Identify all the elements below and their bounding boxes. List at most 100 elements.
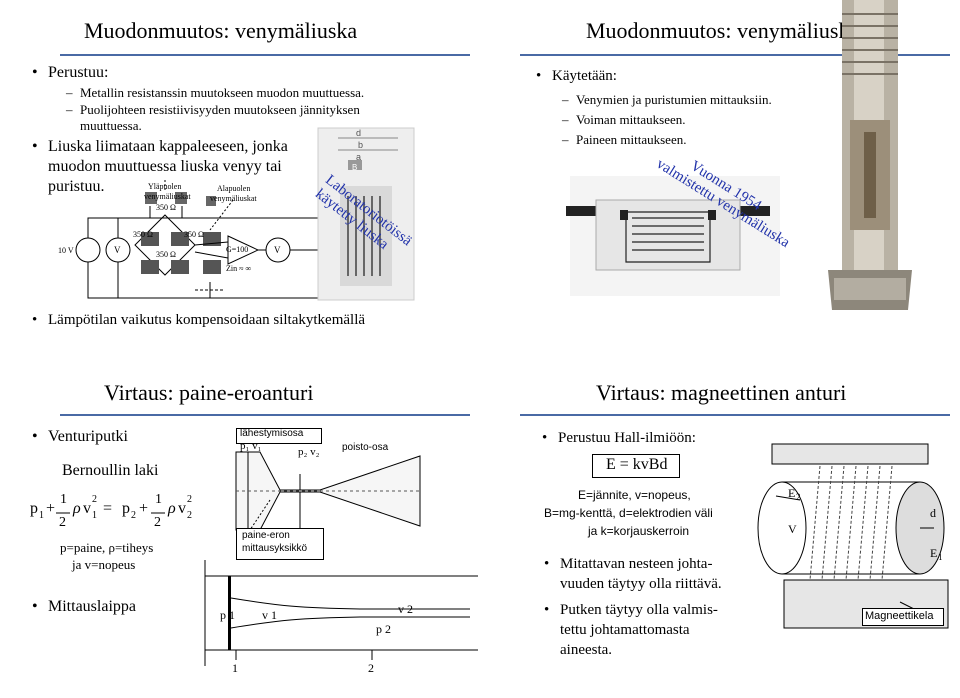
flowmeter-label-d: d <box>930 506 936 520</box>
venturi-label-unit-box <box>236 528 324 560</box>
slide2-title-rule <box>520 54 950 56</box>
vintage-strain-gauge-photo <box>566 0 912 310</box>
orifice-label-p1: p 1 <box>220 608 235 622</box>
eq-p2: p <box>122 500 130 517</box>
gauge-dim-d: d <box>356 128 362 138</box>
eq-plus-2: + <box>139 500 149 517</box>
eq-frac1-num: 1 <box>60 492 67 507</box>
slide1-bullet-liuska-1: Liuska liimataan kappaleeseen, jonka <box>32 138 288 156</box>
eq-v1-sub: 1 <box>92 510 97 521</box>
orifice-label-1: 1 <box>232 661 238 675</box>
bernoulli-equation <box>56 512 165 514</box>
venturi-label-outlet: poisto-osa <box>342 442 389 453</box>
bridge-circuit-diagram <box>75 180 324 299</box>
eq-v2-sub: 2 <box>187 510 192 521</box>
slide4-title-rule <box>520 414 950 416</box>
slide4-formula: E = kvBd <box>606 456 668 473</box>
flowmeter-label-v: V <box>788 522 797 536</box>
slide4-title: Virtaus: magneettinen anturi <box>596 380 847 405</box>
flowmeter-label-e2: E <box>788 486 796 500</box>
slide4-bullet-putken-3: aineesta. <box>560 642 613 658</box>
slide2-dash-paineen: Paineen mittaukseen. <box>562 132 687 148</box>
slide4-formula-box <box>592 454 680 478</box>
eq-frac2-den: 2 <box>154 515 161 530</box>
eq-equals: = <box>103 500 113 517</box>
slide2-bullet-kaytetaan: Käytetään: <box>536 68 617 85</box>
eq-p1-sub: 1 <box>39 510 44 521</box>
eq-v1-sup: 2 <box>92 494 97 505</box>
slide1-bullet-perustuu: Perustuu: <box>32 64 109 82</box>
slide2-title: Muodonmuutos: venymäliuska <box>586 18 860 43</box>
eq-frac2-num: 1 <box>155 492 162 507</box>
slide3-bullet-mittauslaippa: Mittauslaippa <box>32 598 136 616</box>
eq-v2-sup: 2 <box>187 494 192 505</box>
eq-v1: v <box>83 500 91 517</box>
flowmeter-label-e1-sub: 1 <box>938 552 943 562</box>
eq-plus-1: + <box>46 500 56 517</box>
circuit-gain-label: G=100 <box>226 245 249 254</box>
slide-pressure-difference: Virtaus: paine-eroanturi Venturiputki Be… <box>0 350 478 698</box>
magnetic-flowmeter-diagram <box>757 443 949 629</box>
slide4-bullet-nesteen-2: vuuden täytyy olla riittävä. <box>560 576 722 592</box>
slide1-title-rule <box>60 54 470 56</box>
slide3-title: Virtaus: paine-eroanturi <box>104 380 314 405</box>
slide1-title: Muodonmuutos: venymäliuska <box>84 18 358 43</box>
orifice-label-v2: v 2 <box>398 602 413 616</box>
slide1-sub-metallin: Metallin resistanssin muutokseen muodon … <box>66 85 364 101</box>
venturi-label-approach <box>236 428 322 444</box>
flowmeter-label-e2-sub: 2 <box>796 492 801 502</box>
orifice-label-p2: p 2 <box>376 622 391 636</box>
orifice-label-2: 2 <box>368 661 374 675</box>
gauge-dim-B: B <box>352 163 358 172</box>
slide1-bullet-liuska-3: puristuu. <box>48 178 105 195</box>
circuit-r-left: 350 Ω <box>133 230 153 239</box>
eq-p2-sub: 2 <box>131 510 136 521</box>
venturi-label-approach-text: lähestymisosa <box>240 428 304 439</box>
slide3-bernoulli-label: Bernoullin laki <box>62 462 159 479</box>
orifice-label-v1: v 1 <box>262 608 277 622</box>
slide-strain-gauge-uses: Muodonmuutos: venymäliuska Käytetään: Ve… <box>480 0 960 348</box>
flowmeter-label-e1: E <box>930 546 938 560</box>
slide4-desc-1: E=jännite, v=nopeus, <box>578 488 691 502</box>
circuit-voltmeter-2: V <box>274 245 281 255</box>
gauge-dim-a: a <box>356 152 362 162</box>
slide1-bullet-liuska-2: muodon muuttuessa liuska venyy tai <box>48 158 282 175</box>
circuit-r-bottom: 350 Ω <box>156 250 176 259</box>
circuit-zin-label: Zin ≈ ∞ <box>226 264 252 273</box>
venturi-label-p1v1: p₁ v₁ <box>240 440 262 452</box>
slide4-bullet-nesteen-1: Mitattavan nesteen johta- <box>544 556 713 573</box>
slide4-bullet-hall: Perustuu Hall-ilmiöön: <box>542 430 696 447</box>
circuit-source-label: 10 V <box>58 246 74 255</box>
eq-rho-1: ρ <box>73 500 81 517</box>
circuit-upper-label-b: venymäliuskat <box>144 192 191 201</box>
slide1-sub-puolijohteen-cont: muuttuessa. <box>80 118 142 133</box>
eq-v2: v <box>178 500 186 517</box>
flowmeter-label-magnet-box <box>862 608 944 626</box>
slide3-title-rule <box>60 414 470 416</box>
circuit-r-top: 350 Ω <box>156 203 176 212</box>
slide1-bullet-lampotila: Lämpötilan vaikutus kompensoidaan siltak… <box>32 312 365 329</box>
eq-p1: p <box>30 500 38 517</box>
circuit-r-right: 350 Ω <box>184 230 204 239</box>
slide-magnetic-flowmeter: Virtaus: magneettinen anturi Perustuu Ha… <box>480 350 960 698</box>
venturi-label-unit-2: mittausyksikkö <box>242 543 308 554</box>
eq-rho-2: ρ <box>168 500 176 517</box>
slide1-sub-puolijohteen: Puolijohteen resistiivisyyden muutokseen… <box>66 102 360 118</box>
slide3-bullet-venturi: Venturiputki <box>32 428 128 446</box>
slide3-legend-2: ja v=nopeus <box>72 557 136 572</box>
lab-strain-gauge-photo <box>317 127 415 301</box>
circuit-lower-label-b: venymäliuskat <box>210 194 257 203</box>
slide4-bullet-putken-2: tettu johtamattomasta <box>560 622 690 638</box>
circuit-upper-label-a: Yläpuolen <box>148 182 182 191</box>
slide3-legend-1: p=paine, ρ=tiheys <box>60 540 154 555</box>
slide4-desc-3: ja k=korjauskerroin <box>588 524 690 538</box>
flowmeter-label-magnet: Magneettikela <box>865 610 934 622</box>
slide-strain-gauge-basics: Muodonmuutos: venymäliuska Perustuu: Met… <box>0 0 478 348</box>
circuit-lower-label-a: Alapuolen <box>217 184 251 193</box>
eq-frac1-den: 2 <box>59 515 66 530</box>
venturi-label-unit-1: paine-eron <box>242 530 290 541</box>
circuit-voltmeter-1: V <box>114 245 121 255</box>
orifice-plate-diagram <box>204 560 478 666</box>
slide2-dash-venymien: Venymien ja puristumien mittauksiin. <box>562 92 772 108</box>
slide4-desc-2: B=mg-kenttä, d=elektrodien väli <box>544 506 713 520</box>
